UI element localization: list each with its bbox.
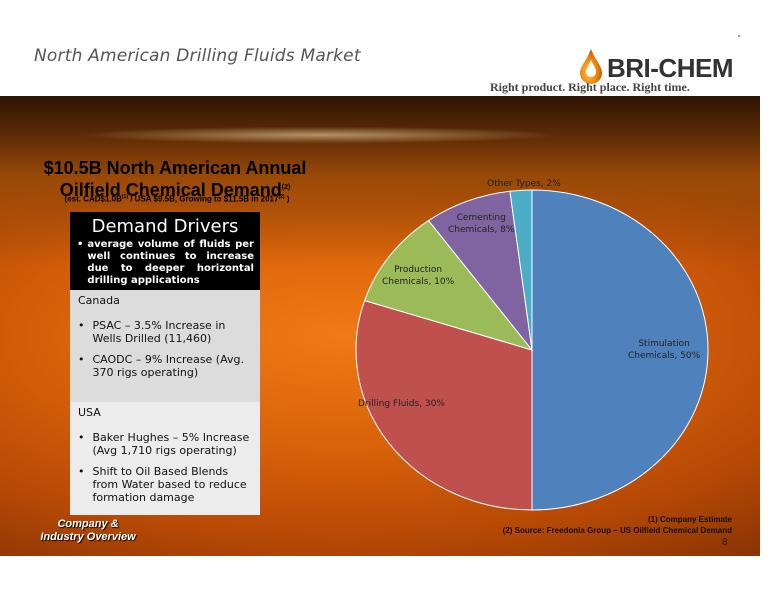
pie-label-stimulation: Stimulation Chemicals, 50%: [628, 338, 700, 362]
pie-label-drilling: Drilling Fluids, 30%: [358, 399, 445, 409]
subtitle-part-c: ): [284, 194, 290, 204]
pie-slice-drilling: [355, 299, 533, 511]
pie-label-production-l1: Production: [394, 265, 443, 275]
subtitle-sup-a: (1): [121, 194, 129, 200]
headline-line2-sup: (2): [281, 184, 291, 191]
canada-item-text: PSAC – 3.5% Increase in Wells Drilled (1…: [92, 319, 226, 345]
bullet-icon: •: [78, 431, 85, 444]
subtitle-sup-b: (2): [278, 194, 285, 200]
bullet-icon: •: [78, 465, 85, 478]
pie-slice-other: [509, 189, 533, 351]
pie-label-stimulation-l2: Chemicals, 50%: [628, 351, 701, 361]
bullet-icon: •: [78, 353, 85, 366]
brand-tagline: Right product. Right place. Right time.: [490, 80, 690, 94]
page-title: North American Drilling Fluids Market: [34, 46, 361, 66]
usa-item-text: Baker Hughes – 5% Increase (Avg 1,710 ri…: [92, 431, 250, 457]
pie-slice-cementing: [427, 190, 533, 352]
demand-drivers-bullet: • average volume of fluids per well cont…: [70, 237, 260, 287]
decorative-dot: [738, 35, 740, 37]
usa-section: USA • Baker Hughes – 5% Increase (Avg 1,…: [70, 402, 260, 515]
footnote-2: (2) Source: Freedonia Group – US Oilfiel…: [502, 526, 732, 535]
pie-slice-production: [363, 219, 534, 351]
usa-item-text: Shift to Oil Based Blends from Water bas…: [92, 465, 247, 504]
headline-line2-wrap: Oilfield Chemical Demand(2): [40, 178, 310, 200]
pie-slice-stimulation: [531, 189, 709, 511]
demand-drivers-text: average volume of fluids per well contin…: [87, 239, 254, 286]
oil-drop-logo-icon: [580, 49, 602, 84]
pie-label-production-l2: Chemicals, 10%: [382, 277, 455, 287]
demand-drivers-title: Demand Drivers: [91, 216, 239, 237]
list-item: • Shift to Oil Based Blends from Water b…: [70, 465, 260, 504]
demand-drivers-box: Demand Drivers • average volume of fluid…: [70, 212, 260, 290]
usa-heading: USA: [78, 406, 101, 419]
bullet-icon: •: [78, 319, 85, 332]
footnote-1: (1) Company Estimate: [647, 515, 732, 524]
footnotes: (1) Company Estimate (2) Source: Freedon…: [503, 514, 732, 536]
canada-section: Canada • PSAC – 3.5% Increase in Wells D…: [70, 290, 260, 402]
pie-label-other: Other Types, 2%: [487, 179, 561, 189]
oil-sheen: [0, 120, 760, 150]
list-item: • PSAC – 3.5% Increase in Wells Drilled …: [70, 319, 260, 345]
headline-line2: Oilfield Chemical Demand: [59, 180, 282, 200]
canada-heading: Canada: [78, 294, 120, 307]
demand-pie-chart: [355, 189, 709, 511]
pie-label-cementing-l2: Chemicals, 8%: [448, 225, 515, 235]
subtitle-part-a: (est. CAD$1.0B: [64, 194, 122, 204]
pie-label-stimulation-l1: Stimulation: [638, 339, 690, 349]
page-number: 8: [722, 537, 728, 548]
headline-line1: $10.5B North American Annual: [43, 158, 307, 178]
subtitle-part-b: / USA $9.5B, Growing to $11.5B in 2017: [128, 194, 279, 204]
brand-name: BRI-CHEM: [607, 53, 734, 83]
section-tag-line1: Company &: [57, 518, 119, 530]
section-tag-line2: Industry Overview: [40, 531, 136, 543]
list-item: • CAODC – 9% Increase (Avg. 370 rigs ope…: [70, 353, 260, 379]
pie-label-cementing-l1: Cementing: [456, 213, 506, 223]
canada-item-text: CAODC – 9% Increase (Avg. 370 rigs opera…: [92, 353, 244, 379]
section-tag: Company & Industry Overview: [38, 518, 138, 544]
bullet-icon: •: [77, 239, 84, 250]
list-item: • Baker Hughes – 5% Increase (Avg 1,710 …: [70, 431, 260, 457]
headline: $10.5B North American Annual Oilfield Ch…: [40, 158, 310, 200]
headline-subtitle: (est. CAD$1.0B(1) / USA $9.5B, Growing t…: [36, 194, 318, 204]
pie-label-cementing: Cementing Chemicals, 8%: [448, 212, 514, 236]
pie-label-production: Production Chemicals, 10%: [382, 264, 454, 288]
